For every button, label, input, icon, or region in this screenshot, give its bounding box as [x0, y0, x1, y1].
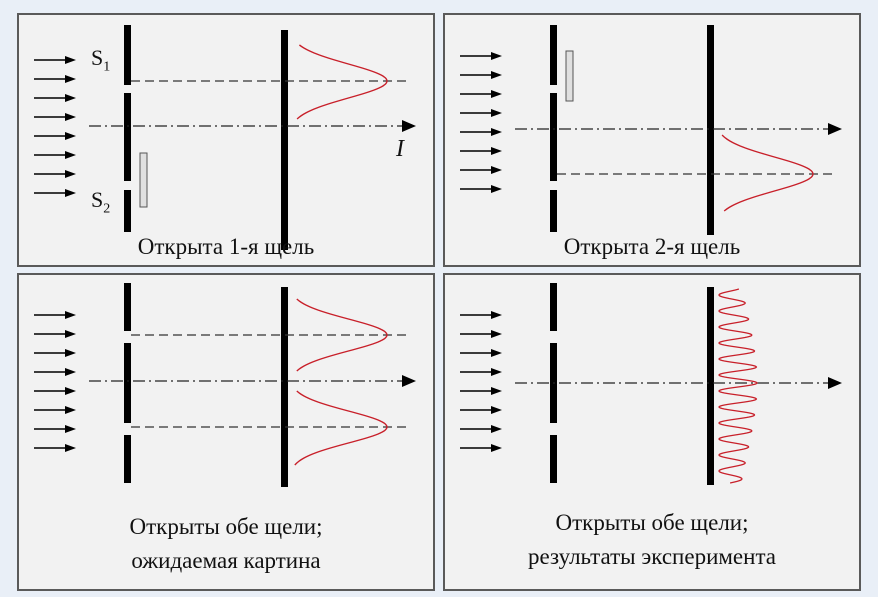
incident-arrows	[460, 311, 502, 452]
diagram-slit1	[34, 25, 416, 250]
incident-arrows	[34, 56, 76, 197]
caption-slit2: Открыта 2-я щель	[563, 234, 741, 259]
arrow-head	[491, 311, 502, 319]
slit2-cover	[139, 152, 148, 208]
arrow-head	[65, 349, 76, 357]
barrier-lower	[550, 435, 557, 483]
arrow-head	[491, 444, 502, 452]
arrow-head	[65, 75, 76, 83]
arrow-head	[65, 56, 76, 64]
arrow-head	[491, 349, 502, 357]
barrier-lower	[124, 435, 131, 483]
arrow-head	[65, 113, 76, 121]
arrow-head	[491, 90, 502, 98]
barrier-upper	[550, 283, 557, 331]
arrow-head	[65, 170, 76, 178]
barrier-upper	[550, 25, 557, 85]
incident-arrows	[34, 311, 76, 452]
diagram-both-expected	[34, 283, 416, 487]
arrow-head	[65, 132, 76, 140]
arrow-head	[491, 128, 502, 136]
intensity-axis-label: I	[396, 136, 404, 162]
diagram-slit2	[460, 25, 842, 235]
barrier-middle	[550, 93, 557, 181]
arrow-head	[65, 94, 76, 102]
arrow-head	[491, 166, 502, 174]
axis-arrowhead	[828, 377, 842, 389]
arrow-head	[491, 425, 502, 433]
caption-both-line1: Открыты обе щели;	[129, 514, 323, 539]
slit1-cover	[565, 50, 574, 102]
arrow-head	[491, 330, 502, 338]
axis-arrowhead	[402, 375, 416, 387]
panel-slit2-open: Открыта 2-я щель	[443, 13, 861, 267]
panel-both-expected: Открыты обе щели; ожидаемая картина	[17, 273, 435, 591]
barrier-middle	[124, 343, 131, 423]
arrow-head	[65, 151, 76, 159]
panel-both-experiment: Открыты обе щели; результаты эксперимент…	[443, 273, 861, 591]
arrow-head	[491, 387, 502, 395]
arrow-head	[491, 52, 502, 60]
diagram-both-experiment	[460, 283, 842, 485]
axis-arrowhead	[828, 123, 842, 135]
arrow-head	[65, 444, 76, 452]
intensity-curve	[721, 134, 814, 212]
screen	[281, 30, 288, 250]
caption-slit1: Открыта 1-я щель	[137, 234, 315, 259]
arrow-head	[491, 71, 502, 79]
arrow-head	[65, 368, 76, 376]
arrow-head	[65, 189, 76, 197]
intensity-curve-lower	[294, 390, 388, 466]
caption-both-line2: ожидаемая картина	[131, 548, 321, 573]
barrier-lower	[550, 190, 557, 232]
caption-experiment-line2: результаты эксперимента	[528, 544, 776, 569]
barrier-middle	[124, 93, 131, 181]
caption-experiment-line1: Открыты обе щели;	[555, 510, 749, 535]
arrow-head	[65, 330, 76, 338]
screen	[707, 287, 714, 485]
arrow-head	[65, 311, 76, 319]
intensity-curve-upper	[296, 298, 388, 372]
slit2-label: S2	[91, 187, 111, 217]
arrow-head	[65, 406, 76, 414]
barrier-upper	[124, 283, 131, 331]
screen	[707, 25, 714, 235]
arrow-head	[491, 368, 502, 376]
arrow-head	[491, 147, 502, 155]
axis-arrowhead	[402, 120, 416, 132]
barrier-upper	[124, 25, 131, 85]
arrow-head	[65, 387, 76, 395]
interference-pattern	[718, 288, 758, 484]
arrow-head	[65, 425, 76, 433]
panel-slit1-open: S1 S2 I Открыта 1-я щель	[17, 13, 435, 267]
arrow-head	[491, 109, 502, 117]
arrow-head	[491, 406, 502, 414]
arrow-head	[491, 185, 502, 193]
incident-arrows	[460, 52, 502, 193]
slit1-label: S1	[91, 45, 111, 75]
barrier-lower	[124, 190, 131, 232]
screen	[281, 287, 288, 487]
intensity-curve	[296, 44, 388, 120]
